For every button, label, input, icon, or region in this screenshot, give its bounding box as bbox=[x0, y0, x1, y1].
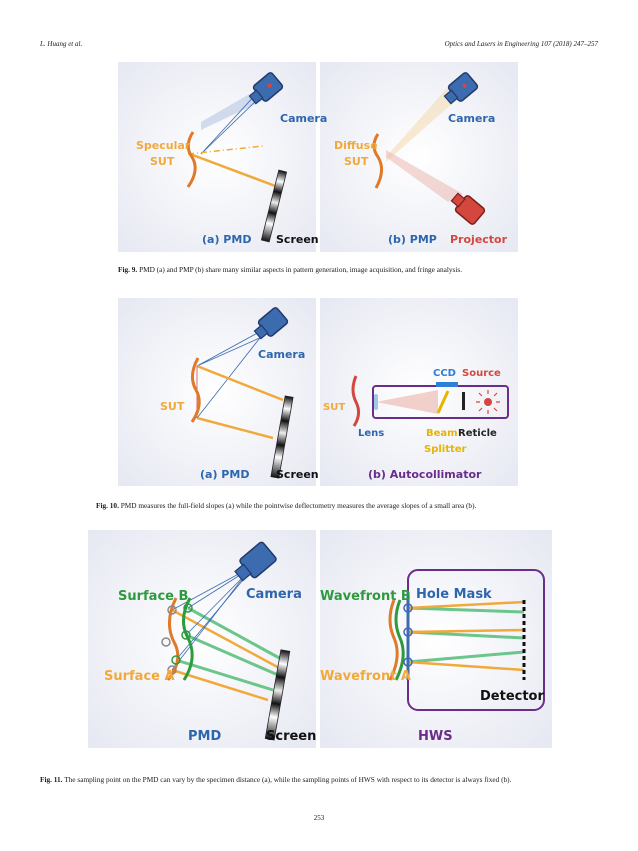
sampling-points bbox=[403, 603, 413, 667]
hole-mask-label: Hole Mask bbox=[416, 587, 492, 602]
ccd-icon bbox=[436, 382, 458, 387]
screen-icon bbox=[260, 169, 288, 243]
camera-label: Camera bbox=[280, 112, 327, 125]
running-head: L. Huang et al. Optics and Lasers in Eng… bbox=[40, 40, 598, 52]
panel-b-title: (b) PMP bbox=[388, 233, 437, 246]
projector-icon bbox=[450, 192, 486, 225]
camera-icon bbox=[443, 72, 479, 105]
camera-label: Camera bbox=[258, 348, 305, 361]
reticle-label: Reticle bbox=[458, 428, 497, 439]
ray-line bbox=[196, 333, 264, 419]
camera-label: Camera bbox=[448, 112, 495, 125]
camera-view-cone bbox=[386, 87, 463, 162]
screen-icon bbox=[264, 649, 291, 741]
ray-line bbox=[196, 335, 265, 367]
splitter-label: Splitter bbox=[424, 444, 467, 455]
screen-label: Screen bbox=[266, 729, 316, 744]
sut-label: SUT bbox=[160, 400, 185, 413]
hws-label: HWS bbox=[418, 729, 453, 744]
lens-icon bbox=[374, 394, 378, 410]
panel-b-background bbox=[320, 62, 518, 252]
sut-surface bbox=[190, 357, 201, 423]
sut-label: SUT bbox=[323, 402, 345, 413]
figure-11-diagram: Surface B Camera Surface A PMD Screen Wa… bbox=[88, 530, 552, 748]
projector-label: Projector bbox=[450, 233, 508, 246]
camera-icon bbox=[253, 307, 289, 340]
running-head-journal: Optics and Lasers in Engineering 107 (20… bbox=[444, 40, 598, 48]
caption-number: Fig. 9. bbox=[118, 265, 138, 274]
panel-b-background bbox=[320, 530, 552, 748]
panel-a-title: (a) PMD bbox=[202, 233, 251, 246]
figure-10-caption: Fig. 10. PMD measures the full-field slo… bbox=[96, 501, 566, 511]
reflected-ray bbox=[189, 152, 279, 189]
page-number: 253 bbox=[313, 814, 325, 822]
beam-cone bbox=[376, 390, 438, 414]
screen-label: Screen bbox=[276, 468, 319, 481]
panel-a-background bbox=[88, 530, 316, 748]
surface-a-label: Surface A bbox=[104, 669, 175, 684]
wavefront-b-label: Wavefront B bbox=[320, 589, 411, 604]
figure-11: Surface B Camera Surface A PMD Screen Wa… bbox=[88, 530, 552, 748]
reflected-ray bbox=[196, 416, 274, 440]
panel-b-title: (b) Autocollimator bbox=[368, 468, 482, 481]
camera-view-cone bbox=[201, 92, 268, 130]
panel-a-background bbox=[118, 62, 316, 252]
surface-b-label: Surface B bbox=[118, 589, 188, 604]
running-head-authors: L. Huang et al. bbox=[40, 40, 83, 48]
wavefront-b-curve bbox=[394, 599, 405, 681]
detector-label: Detector bbox=[480, 689, 544, 704]
pmd-label: PMD bbox=[188, 729, 221, 744]
camera-icon bbox=[234, 541, 277, 582]
sampling-points bbox=[161, 603, 193, 675]
specular-surface bbox=[186, 131, 197, 188]
beam-splitter-icon bbox=[436, 390, 450, 414]
figure-10-diagram: Camera SUT (a) PMD Screen CCD Source SUT… bbox=[118, 298, 518, 486]
source-label: Source bbox=[462, 368, 501, 379]
panel-a-title: (a) PMD bbox=[200, 468, 249, 481]
camera-label: Camera bbox=[246, 587, 302, 602]
camera-icon bbox=[248, 72, 284, 105]
specular-label: Specular bbox=[136, 139, 191, 152]
source-icon bbox=[476, 390, 500, 414]
wavefront-a-curve bbox=[388, 599, 399, 681]
caption-text: The sampling point on the PMD can vary b… bbox=[64, 775, 512, 784]
sut-surface bbox=[351, 375, 361, 427]
screen-icon bbox=[270, 395, 294, 479]
camera-rays bbox=[171, 569, 249, 671]
projector-beam bbox=[386, 150, 463, 202]
figure-9-diagram: Camera Specular SUT (a) PMD Screen Camer… bbox=[118, 62, 518, 252]
sut-label: SUT bbox=[344, 155, 369, 168]
figure-10: Camera SUT (a) PMD Screen CCD Source SUT… bbox=[118, 298, 518, 486]
lens-label: Lens bbox=[358, 428, 384, 439]
beam-label: Beam bbox=[426, 428, 458, 439]
ray-line bbox=[200, 95, 262, 155]
caption-text: PMD measures the full-field slopes (a) w… bbox=[120, 501, 477, 510]
sut-label: SUT bbox=[150, 155, 175, 168]
diffuse-label: Diffuse bbox=[334, 139, 378, 152]
figure-11-caption: Fig. 11. The sampling point on the PMD c… bbox=[40, 775, 600, 785]
orange-rays bbox=[407, 600, 525, 672]
green-rays bbox=[407, 606, 525, 664]
ray-line bbox=[200, 91, 259, 155]
screen-label: Screen bbox=[276, 233, 319, 246]
figure-9: Camera Specular SUT (a) PMD Screen Camer… bbox=[118, 62, 518, 252]
wavefront-a-label: Wavefront A bbox=[320, 669, 411, 684]
caption-number: Fig. 11. bbox=[40, 775, 63, 784]
ray-line bbox=[196, 329, 264, 367]
caption-text: PMD (a) and PMP (b) share many similar a… bbox=[139, 265, 463, 274]
ccd-label: CCD bbox=[433, 368, 456, 379]
reticle-icon bbox=[462, 392, 465, 410]
diffuse-surface bbox=[372, 133, 383, 189]
reflected-ray bbox=[196, 364, 284, 402]
caption-number: Fig. 10. bbox=[96, 501, 119, 510]
figure-9-caption: Fig. 9. PMD (a) and PMP (b) share many s… bbox=[118, 265, 538, 275]
